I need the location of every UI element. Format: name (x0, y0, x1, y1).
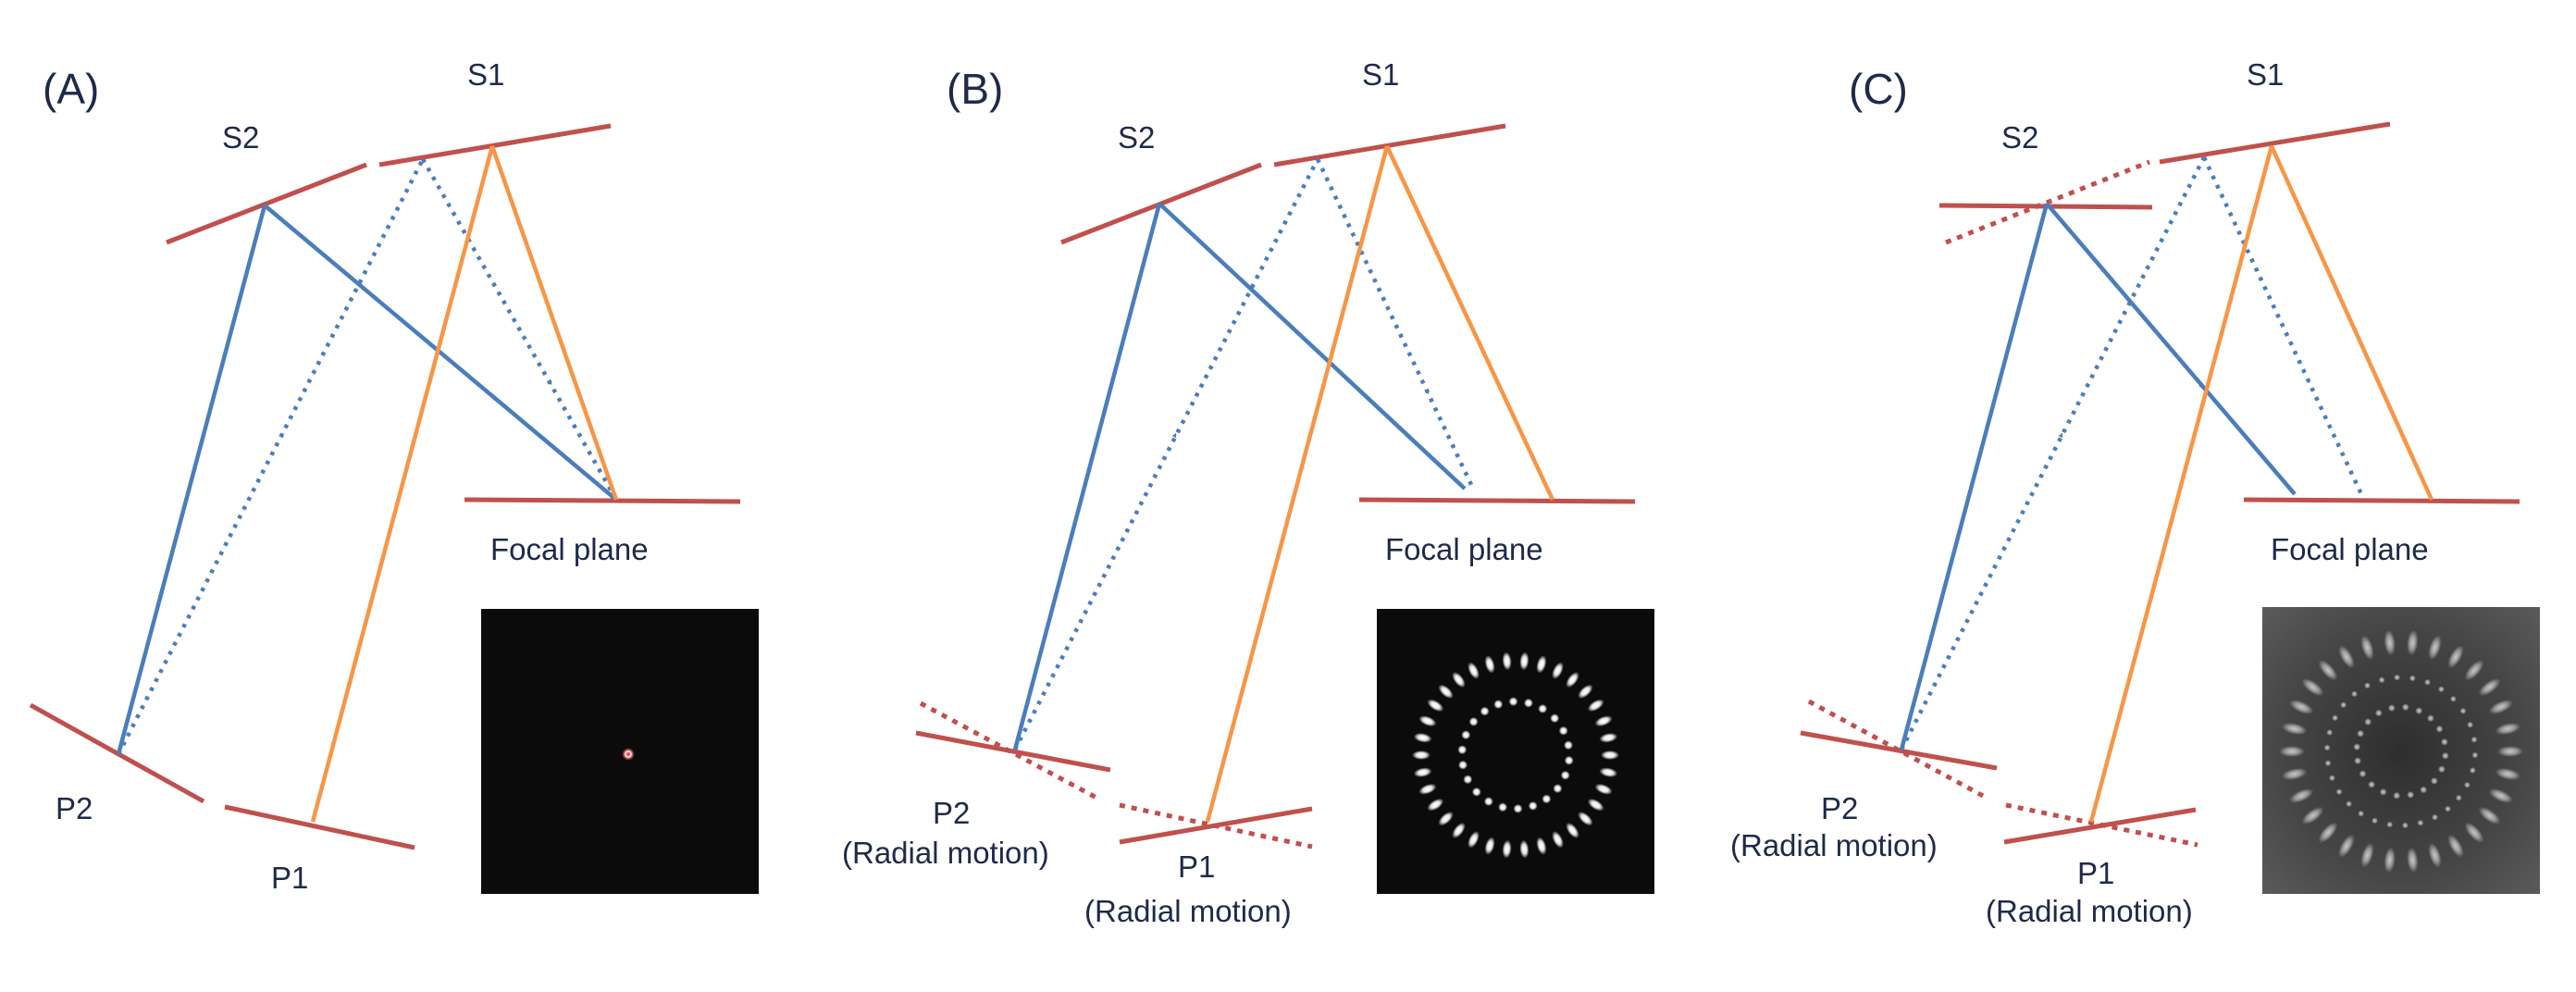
label-p1: P1 (1178, 849, 1215, 884)
label-s1: S1 (2247, 57, 2284, 92)
panel-b-letter: (B) (947, 65, 1003, 113)
label-focal-plane: Focal plane (490, 532, 649, 566)
orange-ray-path (2088, 145, 2434, 823)
blue-ray-path (1899, 202, 2297, 750)
mirror-s2-tilted (1945, 159, 2150, 245)
ring-spots-icon (1412, 651, 1619, 859)
label-s2: S2 (2001, 120, 2038, 155)
label-focal-plane: Focal plane (2271, 532, 2429, 566)
blue-dotted-ray-path (1012, 157, 1476, 751)
label-s1: S1 (1362, 57, 1399, 92)
mirror-p2-tilted (919, 701, 1098, 800)
blue-ray-path (1012, 202, 1467, 750)
blue-dotted-ray-path (116, 157, 618, 756)
label-p1-motion: (Radial motion) (1084, 894, 1292, 928)
focal-plane-line (464, 497, 741, 504)
ring-spots-blurred-icon (2279, 629, 2523, 874)
label-p1: P1 (2077, 856, 2114, 890)
mirror-p1 (224, 804, 415, 850)
mirror-s1 (378, 123, 612, 167)
panel-a-letter: (A) (43, 65, 99, 113)
mirror-p1-tilted (1119, 802, 1313, 849)
label-p1-motion: (Radial motion) (1986, 894, 2193, 928)
mirror-s2 (166, 162, 367, 245)
label-s1: S1 (467, 57, 504, 92)
mirror-p1 (2003, 807, 2197, 845)
mirror-p2 (1800, 730, 1998, 771)
blue-dotted-ray-path (1899, 155, 2364, 751)
focal-pattern-inset (1377, 609, 1654, 894)
label-p2-motion: (Radial motion) (842, 836, 1049, 870)
mirror-p2-tilted (1807, 699, 1985, 799)
panel-c: (C) S1 S2 P2 (Radial motion) P1 (Radial … (1730, 57, 2540, 928)
panel-c-letter: (C) (1849, 65, 1908, 113)
label-p2: P2 (1821, 791, 1858, 825)
orange-ray-path (1205, 145, 1555, 823)
focal-pattern-inset (2262, 607, 2540, 894)
mirror-p1-tilted (2005, 802, 2198, 848)
orange-ray-path (310, 145, 619, 823)
panel-a: (A) S1 S2 P2 P1 Focal plane (29, 57, 759, 895)
label-p1: P1 (271, 861, 308, 895)
label-p2: P2 (56, 791, 93, 825)
focal-pattern-inset (481, 609, 759, 894)
blue-ray-path (116, 204, 618, 755)
label-p2: P2 (933, 796, 970, 830)
focal-plane-line (2243, 497, 2520, 504)
label-s2: S2 (222, 120, 259, 155)
mirror-s1 (2159, 121, 2391, 165)
label-focal-plane: Focal plane (1385, 532, 1543, 566)
mirror-s1 (1273, 123, 1506, 167)
panel-b: (B) S1 S2 P2 (Radial motion) P1 (Radial … (842, 57, 1654, 928)
label-s2: S2 (1118, 120, 1155, 155)
focal-plane-line (1358, 497, 1636, 504)
mirror-p2 (915, 730, 1111, 773)
label-p2-motion: (Radial motion) (1730, 828, 1938, 862)
